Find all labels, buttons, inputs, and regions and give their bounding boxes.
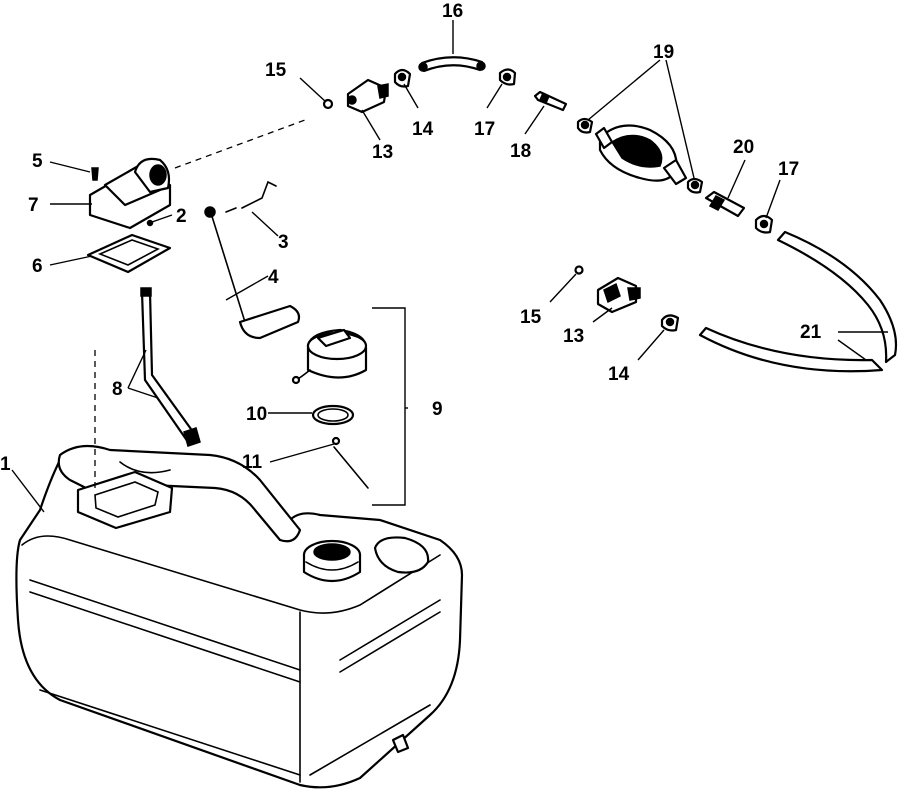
leader-lines [11, 20, 888, 513]
callout-9: 9 [432, 399, 443, 420]
pickup-tube [140, 287, 201, 447]
callout-3: 3 [278, 232, 289, 253]
callout-17-right: 17 [778, 159, 799, 180]
callout-8: 8 [112, 379, 123, 400]
filler-cap [291, 307, 406, 506]
fuel-line-components [322, 56, 898, 373]
callout-2: 2 [176, 206, 187, 227]
callout-4: 4 [268, 267, 279, 288]
callout-labels: 1 2 3 4 5 6 7 8 9 10 11 13 13 14 14 15 1… [0, 1, 822, 475]
callout-21: 21 [800, 322, 822, 343]
callout-6: 6 [32, 256, 43, 277]
callout-10: 10 [246, 404, 267, 425]
callout-7: 7 [28, 195, 39, 216]
callout-14-upper: 14 [412, 119, 434, 140]
callout-5: 5 [32, 151, 43, 172]
callout-15-lower: 15 [520, 307, 542, 328]
callout-13-lower: 13 [563, 326, 584, 347]
callout-19: 19 [653, 42, 674, 63]
callout-20: 20 [733, 137, 754, 158]
float-arm [204, 180, 301, 340]
callout-18: 18 [510, 141, 531, 162]
callout-1: 1 [0, 454, 11, 475]
callout-11: 11 [242, 452, 263, 473]
fuel-gauge-sender [86, 119, 306, 274]
callout-16: 16 [442, 1, 463, 22]
callout-13-upper: 13 [372, 142, 393, 163]
callout-15-upper: 15 [265, 60, 287, 81]
callout-17-upper: 17 [474, 119, 495, 140]
callout-14-lower: 14 [608, 364, 630, 385]
fuel-tank [15, 350, 464, 789]
